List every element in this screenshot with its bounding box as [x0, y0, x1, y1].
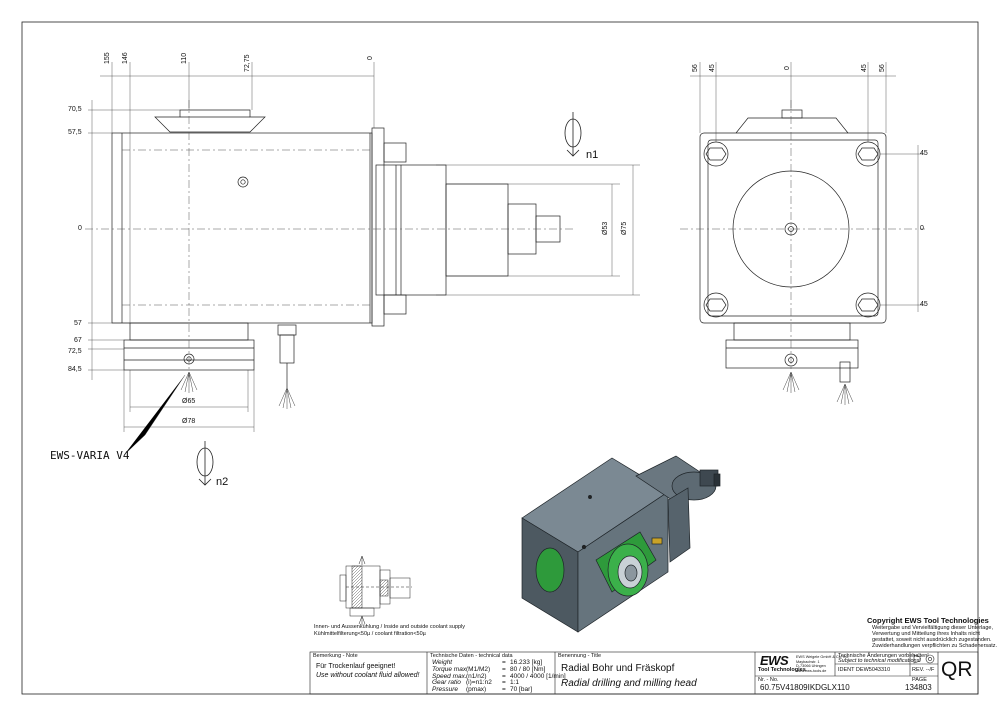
copyright-title: Copyright EWS Tool Technologies — [867, 616, 989, 625]
spec-label: Weight — [432, 659, 453, 666]
isometric-model — [521, 455, 721, 633]
front-dim-top-56-left: 56 — [692, 64, 699, 72]
spec-eq: = — [502, 672, 506, 680]
spec-eq: = — [502, 659, 506, 666]
dim-dia-65: Ø65 — [182, 398, 196, 405]
spec-row: Pressure (pmax) = 70 [bar] — [432, 687, 554, 694]
dim-dia-53: Ø53 — [602, 221, 609, 235]
company-line: D-73066 Uhingen — [796, 664, 826, 669]
coolant-note-line2: Kühlmittelfilterung<50µ / coolant filtra… — [314, 631, 426, 637]
title-en: Radial drilling and milling head — [561, 678, 697, 689]
side-center-lines — [85, 100, 575, 380]
tech-header: Technische Daten - technical data — [430, 653, 513, 659]
company-line: Maybachstr. 1 — [796, 659, 820, 664]
no-label: Nr. - No. — [758, 677, 779, 683]
dim-top-110: 110 — [181, 52, 188, 64]
rotation-symbol-n1 — [564, 112, 582, 157]
coolant-schematic — [339, 555, 412, 625]
spec-value: 80 / 80 [Nm] — [510, 665, 546, 673]
spec-unit: (n1/n2) — [466, 672, 487, 680]
front-dimensions — [690, 62, 925, 312]
copyright-line-4: Zuwiderhandlungen verpflichten zu Schade… — [872, 643, 998, 649]
dim-top-72-75: 72,75 — [244, 54, 251, 72]
revision: REV. --/F — [912, 667, 935, 673]
title-block-frame — [309, 651, 979, 695]
part-number: 60.75V41809IKDGLX110 — [760, 683, 850, 692]
side-view — [111, 109, 561, 388]
pages-label: PAGE — [912, 677, 927, 683]
spec-value: 4000 / 4000 [1/min] — [510, 672, 566, 680]
dim-left-84-5: 84,5 — [68, 366, 82, 373]
copyright-line-1: Weitergabe und Vervielfältigung dieser U… — [872, 625, 993, 631]
front-center-lines — [680, 100, 925, 380]
spec-eq: = — [502, 686, 506, 694]
dim-top-146: 146 — [122, 52, 129, 64]
dim-left-70-5: 70,5 — [68, 106, 82, 113]
coolant-note-line1: Innen- und Aussenkühlung / Inside and ou… — [314, 624, 466, 630]
front-dim-top-45-right: 45 — [861, 64, 868, 72]
spec-label: Pressure — [432, 686, 459, 694]
spec-unit: (M1/M2) — [466, 665, 491, 673]
qr-label: QR — [941, 658, 973, 681]
ews-logo-sub: Tool Technologies — [758, 667, 806, 673]
spec-table: Weight = 16.233 [kg] Torque max (M1/M2) … — [432, 659, 566, 694]
spec-row: Weight = 16.233 [kg] — [432, 659, 554, 667]
sheet-border — [21, 21, 979, 695]
company-line: EWS Weigele GmbH & Co. KG — [796, 655, 849, 659]
spec-eq: = — [502, 679, 506, 687]
side-dimensions — [88, 62, 640, 456]
front-coolant-spray — [782, 371, 854, 405]
dim-dia-78: Ø78 — [182, 418, 196, 425]
dim-left-0: 0 — [78, 225, 82, 232]
dim-dia-75: Ø75 — [621, 221, 628, 235]
title-de: Radial Bohr und Fräskopf — [561, 663, 675, 674]
rotation-label-n1: n1 — [586, 149, 599, 161]
spec-row: Torque max (M1/M2) = 80 / 80 [Nm] — [432, 665, 554, 674]
rotation-symbol-n2 — [196, 441, 214, 486]
spec-value: 1:1 — [510, 679, 520, 687]
dim-left-57-5: 57,5 — [68, 129, 82, 136]
drawing-number: 134803 — [905, 683, 932, 692]
note-header: Bemerkung - Note — [313, 653, 358, 659]
changes-en: Subject to technical modifications! — [838, 658, 921, 664]
projection-symbol — [913, 654, 935, 664]
front-dim-right-45-bottom: 45 — [920, 301, 928, 308]
front-dim-top-56-right: 56 — [879, 64, 886, 72]
title-header: Benennung - Title — [558, 653, 602, 659]
company-line: www.ews-tools.de — [796, 668, 827, 673]
ews-logo: EWS — [760, 653, 789, 668]
front-dim-right-45-top: 45 — [920, 150, 928, 157]
front-dim-right-0: 0 — [920, 225, 924, 232]
spec-label: Speed max. — [432, 672, 467, 680]
spec-label: Torque max — [432, 665, 467, 673]
spec-row: Gear ratio (i)=n1:n2 = 1:1 — [432, 680, 554, 687]
spec-unit: (i)=n1:n2 — [466, 679, 492, 687]
copyright-line-2: Verwertung und Mitteilung ihres Inhalts … — [872, 631, 980, 637]
spec-eq: = — [502, 665, 506, 673]
dim-left-72-5: 72,5 — [68, 348, 82, 355]
coolant-spray — [180, 371, 296, 409]
spec-value: 70 [bar] — [510, 686, 533, 694]
rotation-label-n2: n2 — [216, 476, 229, 488]
spec-value: 16.233 [kg] — [510, 659, 543, 666]
dim-top-155: 155 — [104, 52, 111, 64]
copyright-line-3: gestattet, soweit nicht ausdrücklich zug… — [872, 637, 992, 643]
front-dim-top-45-left: 45 — [709, 64, 716, 72]
ident-number: IDENT DEW5043310 — [838, 667, 891, 673]
spec-label: Gear ratio — [432, 679, 461, 687]
company-address: EWS Weigele GmbH & Co. KG Maybachstr. 1 … — [796, 655, 848, 673]
spec-row: Speed max. (n1/n2) = 4000 / 4000 [1/min] — [432, 672, 566, 681]
tool-label: EWS-VARIA V4 — [50, 449, 130, 462]
front-dim-top-0: 0 — [784, 66, 791, 70]
dim-top-0: 0 — [367, 56, 374, 60]
spec-unit: (pmax) — [466, 686, 487, 694]
dim-left-67: 67 — [74, 337, 82, 344]
dim-left-57: 57 — [74, 320, 82, 327]
note-de: Für Trockenlauf geeignet! — [316, 663, 396, 670]
front-view — [699, 109, 887, 383]
note-en: Use without coolant fluid allowed! — [316, 672, 420, 679]
changes-de: Technische Änderungen vorbehalten! — [838, 653, 929, 659]
